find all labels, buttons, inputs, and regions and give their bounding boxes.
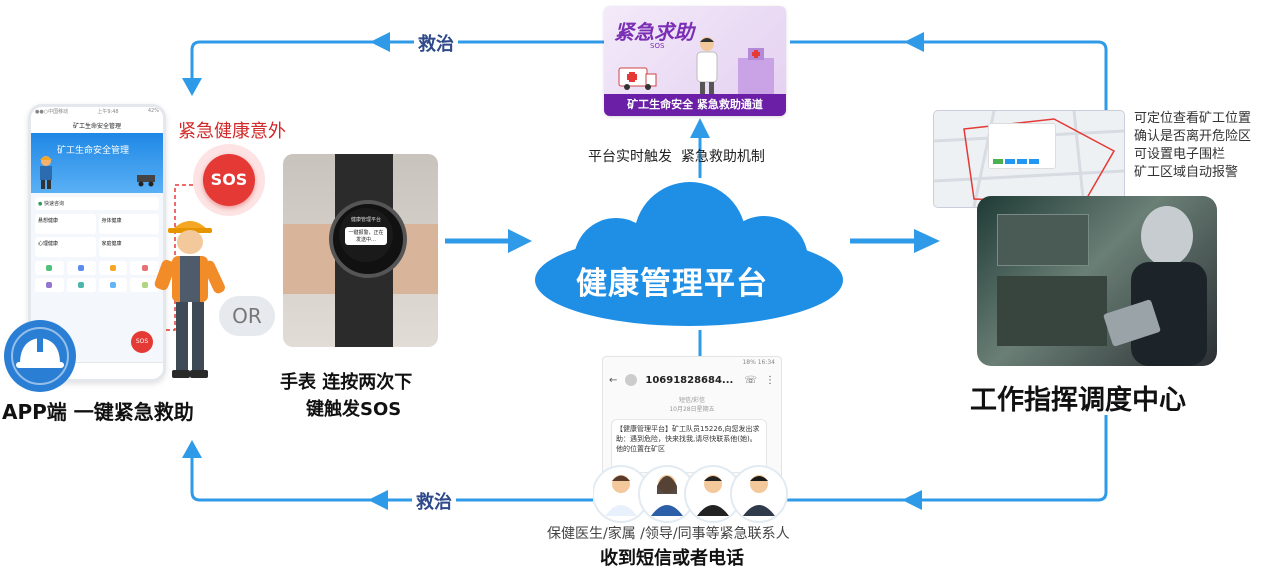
app-label: APP端 一键紧急救助 (2, 400, 194, 424)
watch-label-2: 键触发SOS (306, 399, 402, 420)
minecart-icon (137, 175, 155, 187)
sms-header: ← 10691828684... ☏ ⋮ (603, 369, 781, 391)
back-arrow-icon[interactable]: ← (609, 374, 618, 386)
contact-avatar (625, 374, 638, 386)
phone-quick-label: 快速咨询 (43, 201, 64, 207)
phone-cell[interactable]: 悬想健康 (35, 214, 96, 234)
sms-status-bar: 18% 16:34 (742, 359, 775, 366)
phone-health-grid: 悬想健康 身体健康 心理健康 家庭健康 (35, 214, 159, 257)
map-note: 可设置电子围栏 (1134, 147, 1226, 162)
phone-carrier: ●●○中国移动 (35, 109, 69, 115)
contacts-label: 保健医生/家属 /领导/同事等紧急联系人 (547, 526, 790, 542)
miner-worker-illustration (154, 221, 225, 378)
contacts-avatars (593, 465, 788, 523)
app-grid-icon[interactable] (98, 261, 128, 275)
app-phone-mockup: ●●○中国移动 上午9:48 42% 矿工生命安全管理 矿工生命安全管理 ● 快… (28, 104, 166, 382)
banner-title: 紧急求助 (614, 20, 694, 44)
phone-time: 上午9:48 (97, 109, 119, 115)
phone-status-bar: ●●○中国移动 上午9:48 42% (31, 107, 163, 121)
sms-bubble: 【健康管理平台】矿工队员15226,向您发出求助：遇到危险，快来找我,请尽快联系… (611, 419, 767, 473)
bottom-left-connector (190, 455, 598, 502)
rescue-label-top: 救治 (414, 30, 458, 56)
mechanism-label: 平台实时触发 紧急救助机制 (588, 149, 765, 165)
cloud-label: 健康管理平台 (576, 266, 768, 302)
colleague-avatar-icon (730, 465, 788, 523)
phone-cell[interactable]: 身体健康 (98, 214, 159, 234)
bottom-right-connector (782, 415, 1108, 502)
phone-battery: 42% (147, 108, 159, 114)
phone-title: 矿工生命安全管理 (31, 121, 163, 133)
phone-cell[interactable]: 心理健康 (35, 237, 96, 257)
app-grid-icon[interactable] (130, 261, 159, 275)
bottom-up-arrowhead (182, 440, 202, 458)
cloud-shape (535, 182, 843, 326)
app-grid-icon[interactable] (98, 278, 128, 292)
watch-to-cloud-arrowhead (508, 229, 532, 253)
map-info-popup (988, 123, 1056, 169)
emergency-banner: 紧急求助 SOS 矿工生命安全 紧急救助通道 (604, 6, 786, 116)
bottom-left-arrowhead (368, 490, 388, 510)
watch-screen: 健康管理平台 一键报警，正在发送中… (339, 208, 393, 262)
app-grid-icon[interactable] (35, 278, 64, 292)
app-helmet-logo-icon (4, 320, 76, 392)
command-center-photo (977, 196, 1217, 366)
top-left-connector (190, 40, 604, 78)
sos-caption: 紧急健康意外 (178, 121, 286, 142)
ambulance-icon (618, 67, 657, 90)
operator-figure (1103, 206, 1207, 366)
map-note: 确认是否离开危险区 (1134, 129, 1252, 144)
sos-button[interactable]: SOS (203, 154, 255, 206)
map-notes: 可定位查看矿工位置 确认是否离开危险区 可设置电子围栏 矿工区域自动报警 (1134, 110, 1251, 182)
phone-icon-grid (35, 261, 159, 292)
doctor-avatar-icon (593, 465, 650, 523)
watch-photo: 健康管理平台 一键报警，正在发送中… (283, 154, 438, 347)
phone-sos-badge[interactable]: SOS (131, 331, 153, 353)
more-icon[interactable]: ⋮ (765, 374, 775, 386)
top-left-arrowhead (370, 32, 390, 52)
miner-icon (40, 156, 52, 189)
watch-screen-msg: 一键报警，正在发送中… (345, 227, 387, 245)
map-screenshot (933, 110, 1125, 208)
top-down-arrowhead (182, 78, 202, 96)
banner-caption: 矿工生命安全 紧急救助通道 (604, 94, 786, 116)
phone-banner-text: 矿工生命安全管理 (57, 146, 130, 156)
cloud-to-center-arrowhead (914, 229, 940, 253)
cloud-to-banner-arrowhead (690, 118, 710, 138)
doctor-icon (696, 37, 718, 96)
banner-sos: SOS (650, 42, 665, 50)
or-bubble: OR (219, 296, 275, 336)
map-note: 矿工区域自动报警 (1134, 165, 1239, 180)
hospital-icon (738, 48, 774, 94)
phone-cell[interactable]: 家庭健康 (98, 237, 159, 257)
app-grid-icon[interactable] (35, 261, 64, 275)
app-grid-icon[interactable] (66, 278, 96, 292)
watch-label-1: 手表 连按两次下 (280, 372, 413, 393)
phone-call-icon[interactable]: ☏ (744, 374, 757, 386)
app-grid-icon[interactable] (130, 278, 159, 292)
sms-meta-1: 短信/彩信 (678, 397, 706, 404)
command-center-label: 工作指挥调度中心 (970, 385, 1186, 416)
phone-banner: 矿工生命安全管理 (31, 133, 163, 193)
bottom-right-arrowhead (902, 490, 922, 510)
phone-quick-consult[interactable]: ● 快速咨询 (35, 197, 159, 210)
watch-screen-title: 健康管理平台 (350, 217, 381, 223)
top-right-connector (790, 40, 1108, 110)
family-avatar-icon (638, 465, 696, 523)
rescue-label-bottom: 救治 (412, 488, 456, 514)
app-grid-icon[interactable] (66, 261, 96, 275)
sms-label: 收到短信或者电话 (600, 548, 744, 569)
map-note: 可定位查看矿工位置 (1134, 111, 1252, 126)
top-right-arrowhead (904, 32, 924, 52)
sms-meta-2: 10月28日星期五 (669, 406, 715, 413)
sms-number: 10691828684... (645, 374, 734, 386)
